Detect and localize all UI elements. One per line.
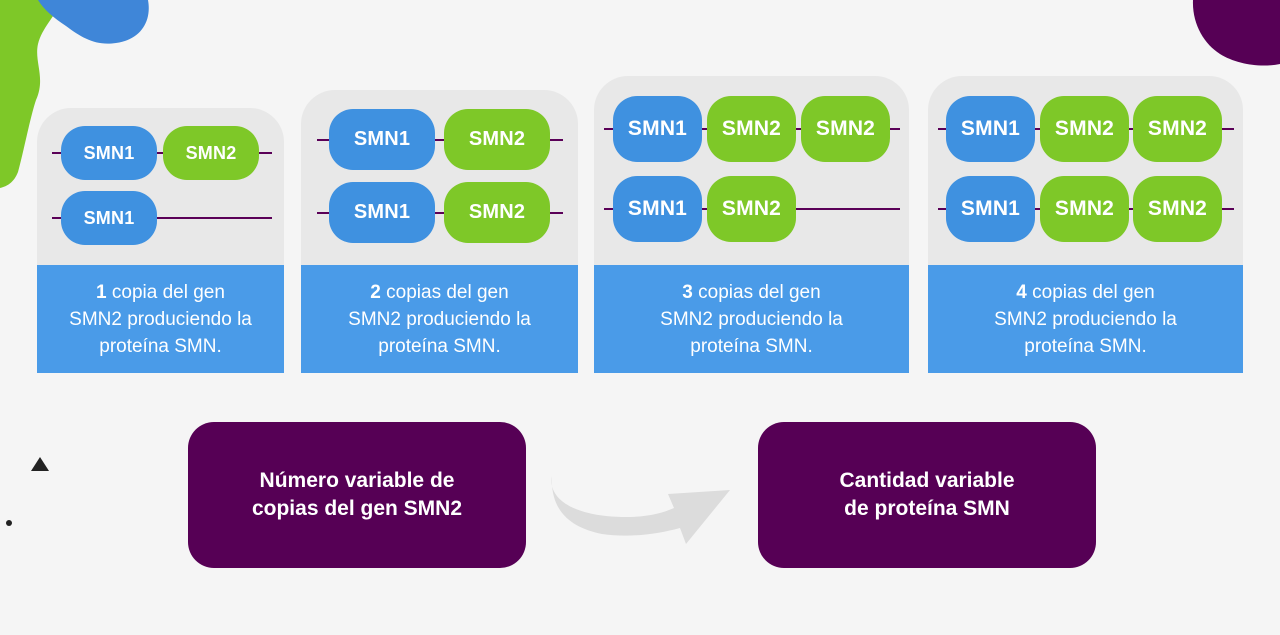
dna-line <box>52 152 272 154</box>
caption-line1: copias del gen <box>380 281 509 303</box>
box-line2: copias del gen SMN2 <box>251 497 463 520</box>
gene-smn2: SMN2 <box>707 96 796 162</box>
gene-smn2: SMN2 <box>444 182 550 243</box>
copy-count: 4 <box>1016 281 1027 303</box>
gene-smn2: SMN2 <box>1133 176 1222 242</box>
gene-smn2: SMN2 <box>801 96 890 162</box>
curved-arrow-icon <box>551 476 730 544</box>
card-caption: 4 copias del gen SMN2 produciendo la pro… <box>928 265 1243 373</box>
caption-line1: copia del gen <box>106 281 225 303</box>
dot-icon <box>6 520 12 526</box>
gene-smn2: SMN2 <box>1133 96 1222 162</box>
gene-smn1: SMN1 <box>613 176 702 242</box>
gene-smn2: SMN2 <box>444 109 550 170</box>
gene-smn2: SMN2 <box>163 126 259 180</box>
card-caption: 1 copia del gen SMN2 produciendo la prot… <box>37 265 284 373</box>
gene-smn1: SMN1 <box>61 191 157 245</box>
gene-smn1: SMN1 <box>329 182 435 243</box>
copy-count: 2 <box>370 281 381 303</box>
gene-smn1: SMN1 <box>946 96 1035 162</box>
card-caption: 2 copias del gen SMN2 produciendo la pro… <box>301 265 578 373</box>
gene-copies-box: Número variable de copias del gen SMN2 <box>188 422 526 568</box>
copy-card-3: SMN1 SMN2 SMN2 SMN1 SMN2 3 copias del ge… <box>594 0 909 373</box>
gene-smn2: SMN2 <box>707 176 796 242</box>
box-line1: Número variable de <box>259 469 455 492</box>
gene-smn1: SMN1 <box>61 126 157 180</box>
copy-card-2: SMN1 SMN2 SMN1 SMN2 2 copias del gen SMN… <box>301 0 578 373</box>
gene-smn2: SMN2 <box>1040 96 1129 162</box>
caption-line2: SMN2 produciendo la <box>348 308 531 330</box>
copy-count: 1 <box>96 281 107 303</box>
card-caption: 3 copias del gen SMN2 produciendo la pro… <box>594 265 909 373</box>
protein-amount-box: Cantidad variable de proteína SMN <box>758 422 1096 568</box>
gene-smn2: SMN2 <box>1040 176 1129 242</box>
gene-smn1: SMN1 <box>946 176 1035 242</box>
caption-line2: SMN2 produciendo la <box>660 308 843 330</box>
copy-count: 3 <box>682 281 693 303</box>
gene-smn1: SMN1 <box>613 96 702 162</box>
copy-card-1: SMN1 SMN2 SMN1 1 copia del gen SMN2 prod… <box>37 0 284 373</box>
caption-line1: copias del gen <box>1026 281 1155 303</box>
dna-line <box>52 217 272 219</box>
triangle-icon <box>31 457 49 471</box>
caption-line3: proteína SMN. <box>690 335 813 357</box>
purple-blob-decoration <box>1192 0 1280 66</box>
caption-line3: proteína SMN. <box>378 335 501 357</box>
caption-line2: SMN2 produciendo la <box>994 308 1177 330</box>
box-line1: Cantidad variable <box>839 469 1015 492</box>
box-line2: de proteína SMN <box>844 497 1010 520</box>
dna-line <box>317 139 563 141</box>
caption-line3: proteína SMN. <box>1024 335 1147 357</box>
copy-card-4: SMN1 SMN2 SMN2 SMN1 SMN2 SMN2 4 copias d… <box>928 0 1243 373</box>
caption-line3: proteína SMN. <box>99 335 222 357</box>
green-blob-decoration <box>0 0 149 188</box>
caption-line1: copias del gen <box>692 281 821 303</box>
dna-line <box>317 212 563 214</box>
gene-smn1: SMN1 <box>329 109 435 170</box>
caption-line2: SMN2 produciendo la <box>69 308 252 330</box>
